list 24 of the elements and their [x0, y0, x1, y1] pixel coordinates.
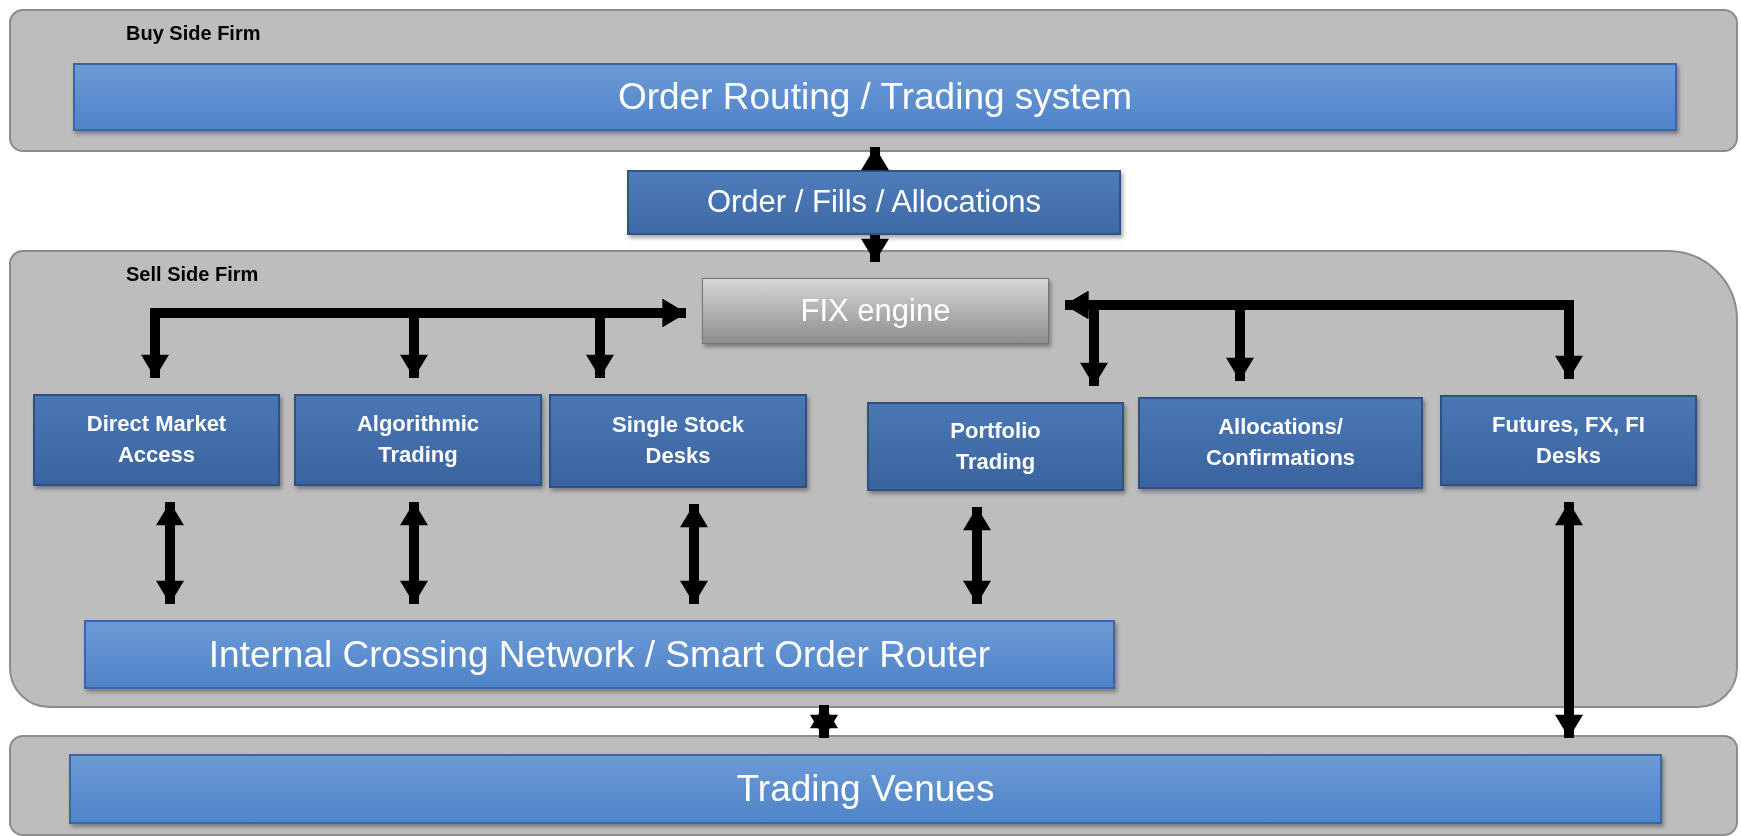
desk-box: Portfolio Trading	[867, 402, 1124, 491]
firm-heading: Buy Side Firm	[126, 23, 261, 43]
system-box: Trading Venues	[69, 754, 1662, 824]
arrow	[810, 705, 838, 738]
arrow	[400, 502, 428, 604]
arrow	[861, 235, 889, 262]
desk-box: Algorithmic Trading	[294, 394, 542, 486]
desk-box: Single Stock Desks	[549, 394, 807, 488]
engine-box: FIX engine	[702, 278, 1049, 344]
arrow	[963, 507, 991, 604]
arrow	[156, 502, 184, 604]
firm-panel	[9, 9, 1738, 152]
arrow	[861, 147, 889, 171]
firm-panel	[9, 250, 1738, 708]
firm-panel	[9, 735, 1738, 836]
system-box: Order Routing / Trading system	[73, 63, 1677, 131]
desk-box: Direct Market Access	[33, 394, 280, 486]
firm-heading: Sell Side Firm	[126, 264, 259, 284]
arrow	[1555, 502, 1583, 738]
desk-box: Futures, FX, FI Desks	[1440, 395, 1697, 486]
arrow	[680, 504, 708, 604]
system-box: Internal Crossing Network / Smart Order Router	[84, 620, 1115, 689]
desk-box: Allocations/ Confirmations	[1138, 397, 1423, 489]
message-box: Order / Fills / Allocations	[627, 170, 1121, 235]
